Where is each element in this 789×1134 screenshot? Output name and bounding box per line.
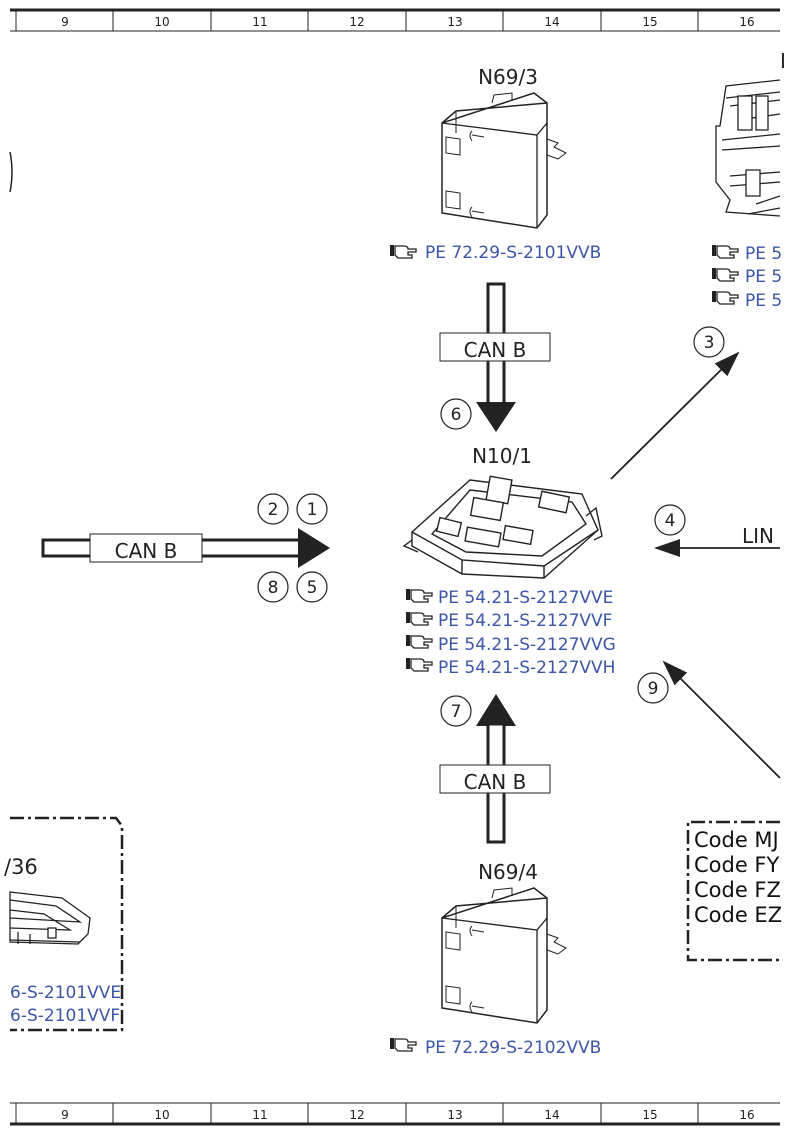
- ruler-bottom-col-12: 12: [349, 1108, 364, 1122]
- bottom-ruler: 9 10 11 12 13 14 15 16: [10, 1102, 780, 1126]
- ref-hand-icon: [405, 657, 433, 672]
- arrow-from-codes: [662, 660, 781, 779]
- can-bus-top-arrow: CAN B: [439, 282, 551, 432]
- step-number-4: 4: [665, 511, 676, 531]
- can-bus-bottom-label: CAN B: [464, 770, 527, 794]
- can-bus-top-label: CAN B: [464, 338, 527, 362]
- component-n69-3[interactable]: N69/3 PE 72.29-S-2101VVB: [389, 65, 601, 263]
- right-top-label: I: [780, 49, 786, 73]
- code-line-2: Code FY: [694, 853, 780, 877]
- ruler-top-col-14: 14: [544, 15, 559, 29]
- step-numbers: 2 1 8 5 6 7 3 4 9: [257, 326, 725, 727]
- ref-hand-icon: [405, 634, 433, 649]
- ruler-bottom-col-13: 13: [447, 1108, 462, 1122]
- right-top-ref-3[interactable]: PE 5: [745, 291, 782, 311]
- component-n10-1[interactable]: N10/1 PE 54.21-S-2127VVE PE 54.21-S-2127…: [402, 444, 616, 678]
- n10-1-ref-1[interactable]: PE 54.21-S-2127VVE: [438, 588, 613, 608]
- n10-1-ref-3[interactable]: PE 54.21-S-2127VVG: [438, 635, 616, 655]
- ruler-bottom-col-14: 14: [544, 1108, 559, 1122]
- code-option-box: Code MJ Code FY Code FZ Code EZ: [686, 820, 782, 962]
- n69-3-ref-1[interactable]: PE 72.29-S-2101VVB: [425, 243, 601, 263]
- n10-1-label: N10/1: [472, 444, 532, 468]
- lin-bus-arrow: LIN: [654, 524, 780, 557]
- ref-hand-icon: [711, 290, 739, 305]
- ruler-top-col-15: 15: [642, 15, 657, 29]
- ruler-top-col-13: 13: [447, 15, 462, 29]
- step-number-3: 3: [704, 333, 715, 353]
- ruler-top-col-10: 10: [154, 15, 169, 29]
- left-bottom-ref-1[interactable]: 6-S-2101VVE: [10, 983, 121, 1003]
- ruler-bottom-col-16: 16: [739, 1108, 754, 1122]
- ruler-top-col-9: 9: [61, 15, 69, 29]
- step-number-1: 1: [307, 500, 318, 520]
- right-top-ref-2[interactable]: PE 5: [745, 267, 782, 287]
- ruler-bottom-col-9: 9: [61, 1108, 69, 1122]
- ref-hand-icon: [389, 244, 417, 259]
- n69-3-unit-drawing: [441, 92, 567, 229]
- code-line-1: Code MJ: [694, 828, 779, 852]
- code-line-4: Code EZ: [694, 903, 782, 927]
- left-edge-bracket: [9, 151, 13, 193]
- ref-hand-icon: [711, 267, 739, 282]
- ruler-top-col-12: 12: [349, 15, 364, 29]
- ruler-top-col-16: 16: [739, 15, 754, 29]
- component-right-top-partial[interactable]: I PE 5 PE 5 PE 5: [711, 49, 786, 311]
- right-top-ref-1[interactable]: PE 5: [745, 244, 782, 264]
- step-number-6: 6: [451, 405, 462, 425]
- step-number-5: 5: [307, 578, 318, 598]
- lin-bus-label: LIN: [742, 524, 774, 548]
- step-number-8: 8: [268, 578, 279, 598]
- n10-1-ref-4[interactable]: PE 54.21-S-2127VVH: [438, 658, 615, 678]
- ref-hand-icon: [389, 1037, 417, 1052]
- n69-4-unit-drawing: [441, 887, 567, 1024]
- n69-4-ref-1[interactable]: PE 72.29-S-2102VVB: [425, 1038, 601, 1058]
- component-left-bottom-partial[interactable]: /36 6-S-2101VVE 6-S-2101VVF: [4, 816, 124, 1032]
- can-bus-bottom-arrow: CAN B: [439, 694, 551, 844]
- ref-hand-icon: [711, 244, 739, 259]
- step-number-2: 2: [268, 500, 279, 520]
- code-line-3: Code FZ: [694, 878, 781, 902]
- can-bus-left-arrow: CAN B: [41, 528, 330, 568]
- ref-hand-icon: [405, 588, 433, 603]
- n69-4-label: N69/4: [478, 860, 538, 884]
- ruler-bottom-col-15: 15: [642, 1108, 657, 1122]
- ruler-bottom-col-11: 11: [252, 1108, 267, 1122]
- n69-3-label: N69/3: [478, 65, 538, 89]
- right-top-unit-drawing: [715, 79, 781, 217]
- step-number-7: 7: [451, 702, 462, 722]
- top-ruler: 9 10 11 12 13 14 15 16: [10, 8, 780, 32]
- ruler-bottom-col-10: 10: [154, 1108, 169, 1122]
- arrow-to-right-top: [610, 351, 740, 480]
- step-number-9: 9: [648, 679, 659, 699]
- component-n69-4[interactable]: N69/4 PE 72.29-S-2102VVB: [389, 860, 601, 1058]
- n10-1-ref-2[interactable]: PE 54.21-S-2127VVF: [438, 611, 612, 631]
- ruler-top-col-11: 11: [252, 15, 267, 29]
- left-bottom-ref-2[interactable]: 6-S-2101VVF: [10, 1006, 120, 1026]
- left-bottom-unit-drawing: [9, 891, 91, 945]
- n10-1-unit-drawing: [402, 475, 603, 579]
- left-bottom-label: /36: [4, 855, 38, 879]
- can-bus-left-label: CAN B: [115, 539, 178, 563]
- ref-hand-icon: [405, 611, 433, 626]
